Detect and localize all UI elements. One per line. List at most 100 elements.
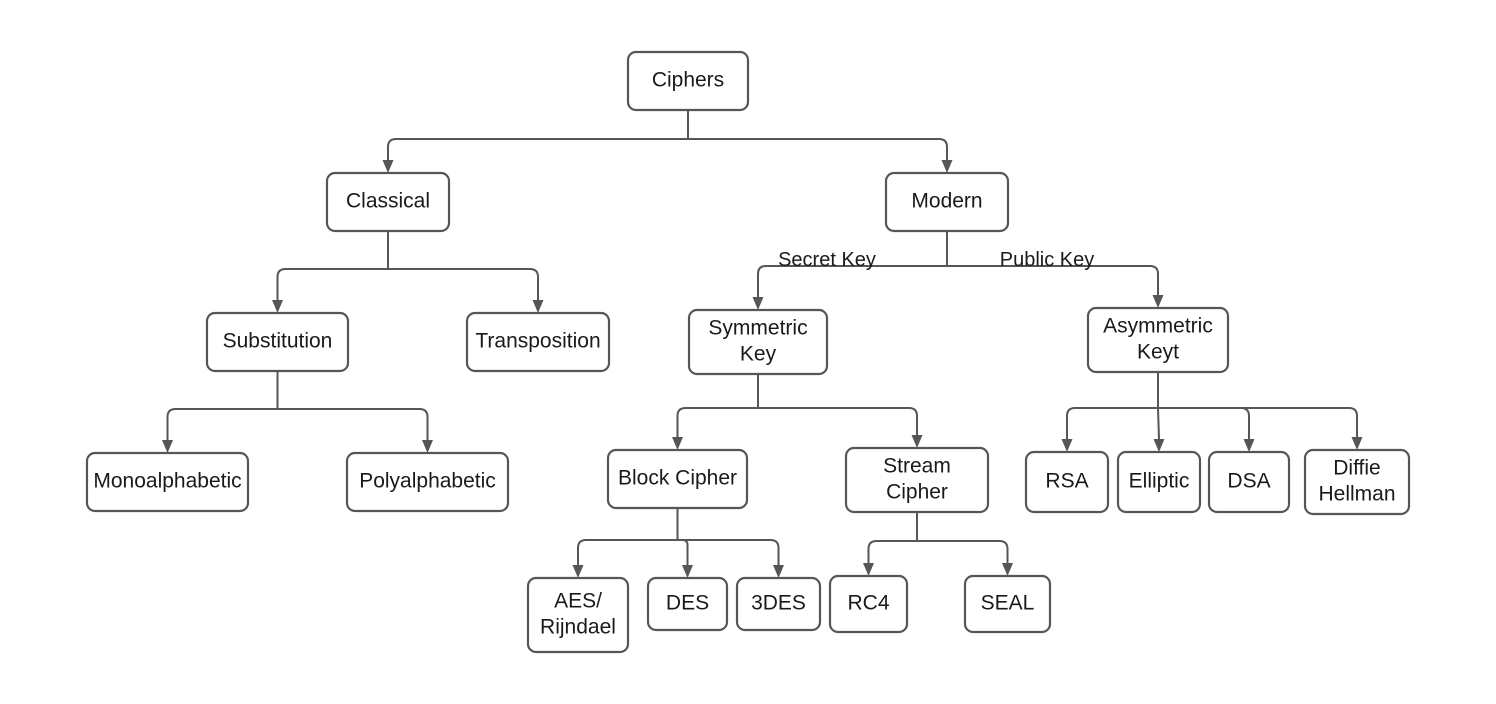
edge-label-layer: Secret Key Public Key (778, 249, 1094, 271)
node-label-streamcipher: Cipher (886, 481, 948, 504)
secret-key-label: Secret Key (778, 249, 876, 271)
edge-asymmetric-elliptic (1153, 407, 1165, 452)
node-box-substitution[interactable] (205, 311, 350, 373)
node-blockcipher[interactable]: Block Cipher (606, 448, 749, 510)
node-box-rc4[interactable] (828, 574, 909, 634)
edge-ciphers-modern (688, 138, 953, 173)
edge-line-classical-substitution (276, 268, 388, 300)
node-label-asymmetric: Keyt (1137, 341, 1179, 364)
node-box-polyalphabetic[interactable] (345, 451, 510, 513)
node-box-blockcipher[interactable] (606, 448, 749, 510)
edge-symmetric-stream (758, 407, 923, 448)
node-label-aes: AES/ (554, 590, 602, 613)
edge-stream-seal (917, 540, 1013, 576)
node-rc4[interactable]: RC4 (828, 574, 909, 634)
node-box-asymmetric[interactable] (1086, 306, 1230, 374)
node-label-asymmetric: Asymmetric (1103, 315, 1213, 338)
node-des[interactable]: DES (646, 576, 729, 632)
arrow-icon-substitution-poly (422, 440, 433, 453)
node-rsa[interactable]: RSA (1024, 450, 1110, 514)
node-box-tripledes[interactable] (735, 576, 822, 632)
node-box-dsa[interactable] (1207, 450, 1291, 514)
edge-line-classical-transposition (388, 268, 539, 300)
node-label-transposition: Transposition (475, 330, 600, 353)
node-label-des: DES (666, 592, 709, 615)
node-box-transposition[interactable] (465, 311, 611, 373)
edge-line-modern-asymmetric (947, 265, 1159, 295)
node-modern[interactable]: Modern (884, 171, 1010, 233)
node-label-ciphers: Ciphers (652, 69, 724, 92)
node-label-symmetric: Key (740, 343, 777, 366)
node-box-ciphers[interactable] (626, 50, 750, 112)
node-seal[interactable]: SEAL (963, 574, 1052, 634)
arrow-icon-symmetric-block (672, 437, 683, 450)
edge-asymmetric-dsa (1158, 407, 1255, 452)
arrow-icon-block-des (682, 565, 693, 578)
edge-line-ciphers-modern (688, 138, 948, 160)
node-label-streamcipher: Stream (883, 455, 951, 478)
edge-line-asymmetric-diffie (1158, 407, 1358, 437)
node-label-symmetric: Symmetric (708, 317, 807, 340)
node-label-rsa: RSA (1045, 470, 1088, 493)
node-box-aes[interactable] (526, 576, 630, 654)
node-box-classical[interactable] (325, 171, 451, 233)
node-label-polyalphabetic: Polyalphabetic (359, 470, 496, 493)
node-ciphers[interactable]: Ciphers (626, 50, 750, 112)
arrow-icon-asymmetric-diffie (1351, 437, 1363, 450)
node-box-des[interactable] (646, 576, 729, 632)
edge-line-symmetric-block (676, 407, 758, 437)
node-box-rsa[interactable] (1024, 450, 1110, 514)
edge-line-block-3des (677, 539, 780, 565)
edge-line-stream-seal (917, 540, 1009, 563)
node-box-streamcipher[interactable] (844, 446, 990, 514)
node-label-diffiehellman: Diffie (1333, 457, 1380, 480)
edge-ciphers-classical (382, 138, 688, 173)
node-aes[interactable]: AES/Rijndael (526, 576, 630, 654)
node-label-seal: SEAL (981, 592, 1035, 615)
node-label-modern: Modern (911, 190, 982, 213)
node-polyalphabetic[interactable]: Polyalphabetic (345, 451, 510, 513)
arrow-icon-ciphers-classical (382, 160, 394, 173)
node-box-elliptic[interactable] (1116, 450, 1202, 514)
edge-line-substitution-poly (277, 408, 429, 440)
edge-block-3des (677, 539, 784, 578)
node-substitution[interactable]: Substitution (205, 311, 350, 373)
node-label-aes: Rijndael (540, 616, 616, 639)
arrow-icon-block-3des (773, 565, 784, 578)
node-box-modern[interactable] (884, 171, 1010, 233)
node-label-dsa: DSA (1227, 470, 1270, 493)
edge-line-stream-rc4 (867, 540, 917, 563)
edge-stream-rc4 (863, 540, 917, 576)
public-key-label: Public Key (1000, 249, 1095, 271)
node-elliptic[interactable]: Elliptic (1116, 450, 1202, 514)
edge-line-asymmetric-rsa (1066, 407, 1158, 439)
node-transposition[interactable]: Transposition (465, 311, 611, 373)
node-label-substitution: Substitution (223, 330, 333, 353)
node-label-blockcipher: Block Cipher (618, 467, 737, 490)
edge-line-asymmetric-dsa (1158, 407, 1250, 439)
edge-line-modern-symmetric (757, 265, 947, 297)
arrow-icon-block-aes (572, 565, 584, 578)
node-classical[interactable]: Classical (325, 171, 451, 233)
edge-line-ciphers-classical (387, 138, 688, 160)
node-box-symmetric[interactable] (687, 308, 829, 376)
edge-line-substitution-mono (166, 408, 278, 440)
node-box-diffiehellman[interactable] (1303, 448, 1411, 516)
node-label-classical: Classical (346, 190, 430, 213)
node-dsa[interactable]: DSA (1207, 450, 1291, 514)
node-box-seal[interactable] (963, 574, 1052, 634)
edge-line-asymmetric-elliptic (1157, 407, 1160, 440)
node-label-rc4: RC4 (847, 592, 889, 615)
node-monoalphabetic[interactable]: Monoalphabetic (85, 451, 250, 513)
edge-layer (162, 110, 1363, 578)
node-tripledes[interactable]: 3DES (735, 576, 822, 632)
arrow-icon-ciphers-modern (941, 160, 953, 173)
edge-substitution-poly (277, 408, 433, 453)
node-box-monoalphabetic[interactable] (85, 451, 250, 513)
